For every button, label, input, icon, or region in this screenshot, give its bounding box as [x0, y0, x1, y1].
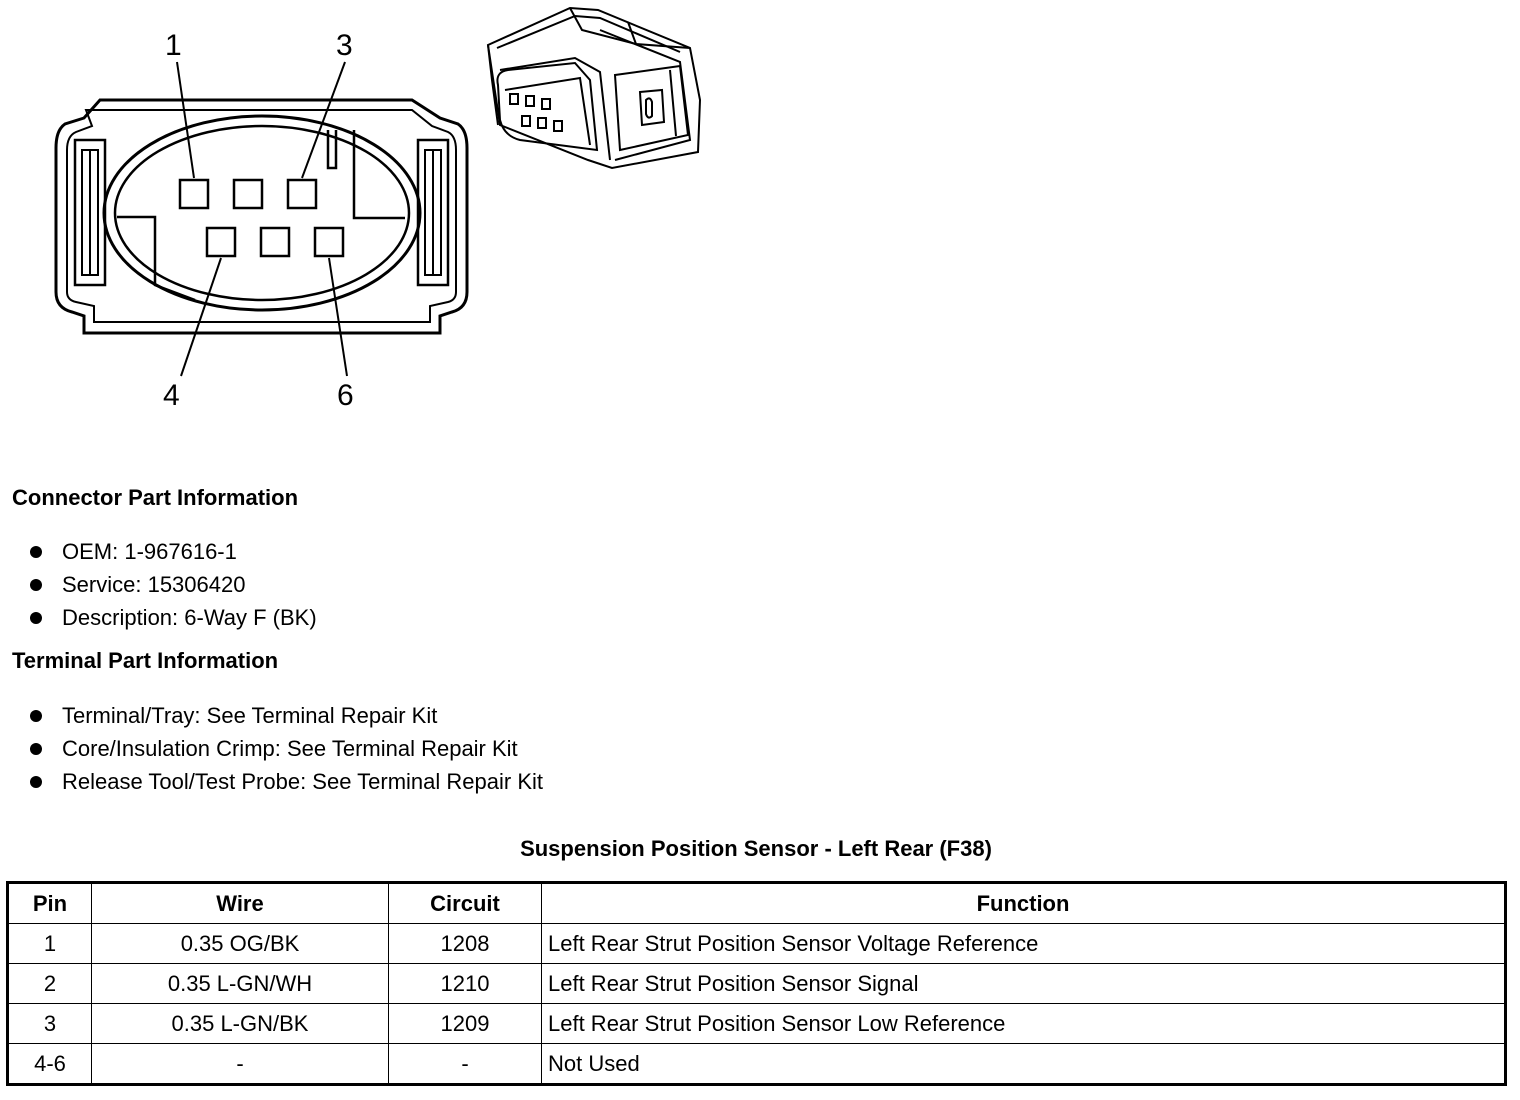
connector-3d-illustration	[486, 6, 702, 170]
cavity-3	[286, 178, 318, 210]
pinout-table: Pin Wire Circuit Function 1 0.35 OG/BK 1…	[6, 881, 1507, 1086]
cell-function: Left Rear Strut Position Sensor Voltage …	[541, 923, 1506, 964]
table-row: 1 0.35 OG/BK 1208 Left Rear Strut Positi…	[7, 923, 1506, 964]
cell-wire: 0.35 L-GN/WH	[91, 963, 389, 1004]
cavity-2	[232, 178, 264, 210]
keying-left	[117, 215, 196, 302]
cavity-6	[313, 226, 345, 258]
list-item: Description: 6-Way F (BK)	[28, 601, 317, 634]
list-item: Terminal/Tray: See Terminal Repair Kit	[28, 699, 543, 732]
cell-pin: 4-6	[7, 1043, 92, 1085]
pin-label-3: 3	[336, 29, 353, 62]
connector-info-list: OEM: 1-967616-1 Service: 15306420 Descri…	[28, 535, 317, 634]
cell-wire: -	[91, 1043, 389, 1085]
terminal-info-list: Terminal/Tray: See Terminal Repair Kit C…	[28, 699, 543, 798]
list-item: Release Tool/Test Probe: See Terminal Re…	[28, 765, 543, 798]
connector-info-heading: Connector Part Information	[12, 485, 299, 510]
keying-right	[326, 130, 405, 220]
right-latch	[416, 138, 450, 287]
leader-line-3	[301, 61, 346, 179]
cavity-5	[259, 226, 291, 258]
cell-wire: 0.35 OG/BK	[91, 923, 389, 964]
list-item: Service: 15306420	[28, 568, 317, 601]
cavity-4	[205, 226, 237, 258]
leader-line-1	[176, 61, 195, 179]
pin-label-4: 4	[163, 379, 180, 412]
cell-function: Not Used	[541, 1043, 1506, 1085]
connector-diagram: 1 3 4 6	[54, 6, 702, 412]
cell-circuit: -	[388, 1043, 542, 1085]
pin-label-6: 6	[337, 379, 354, 412]
column-header-pin: Pin	[7, 882, 92, 924]
terminal-info-heading: Terminal Part Information	[12, 648, 279, 673]
cell-function: Left Rear Strut Position Sensor Low Refe…	[541, 1003, 1506, 1044]
cavity-1	[178, 178, 210, 210]
cell-pin: 3	[7, 1003, 92, 1044]
pin-label-1: 1	[165, 29, 182, 62]
cell-pin: 2	[7, 963, 92, 1004]
cell-circuit: 1210	[388, 963, 542, 1004]
cell-circuit: 1209	[388, 1003, 542, 1044]
column-header-circuit: Circuit	[388, 882, 542, 924]
table-title: Suspension Position Sensor - Left Rear (…	[520, 836, 992, 861]
table-row: 4-6 - - Not Used	[7, 1043, 1506, 1085]
connector-face	[102, 114, 422, 312]
table-row: 3 0.35 L-GN/BK 1209 Left Rear Strut Posi…	[7, 1003, 1506, 1044]
cell-function: Left Rear Strut Position Sensor Signal	[541, 963, 1506, 1004]
table-header-row: Pin Wire Circuit Function	[7, 882, 1506, 924]
list-item: Core/Insulation Crimp: See Terminal Repa…	[28, 732, 543, 765]
cell-pin: 1	[7, 923, 92, 964]
column-header-wire: Wire	[91, 882, 389, 924]
cell-circuit: 1208	[388, 923, 542, 964]
list-item: OEM: 1-967616-1	[28, 535, 317, 568]
table-row: 2 0.35 L-GN/WH 1210 Left Rear Strut Posi…	[7, 963, 1506, 1004]
cell-wire: 0.35 L-GN/BK	[91, 1003, 389, 1044]
column-header-function: Function	[541, 882, 1506, 924]
connector-housing-outline	[54, 98, 469, 335]
leader-line-6	[328, 257, 348, 377]
leader-line-4	[180, 257, 222, 377]
